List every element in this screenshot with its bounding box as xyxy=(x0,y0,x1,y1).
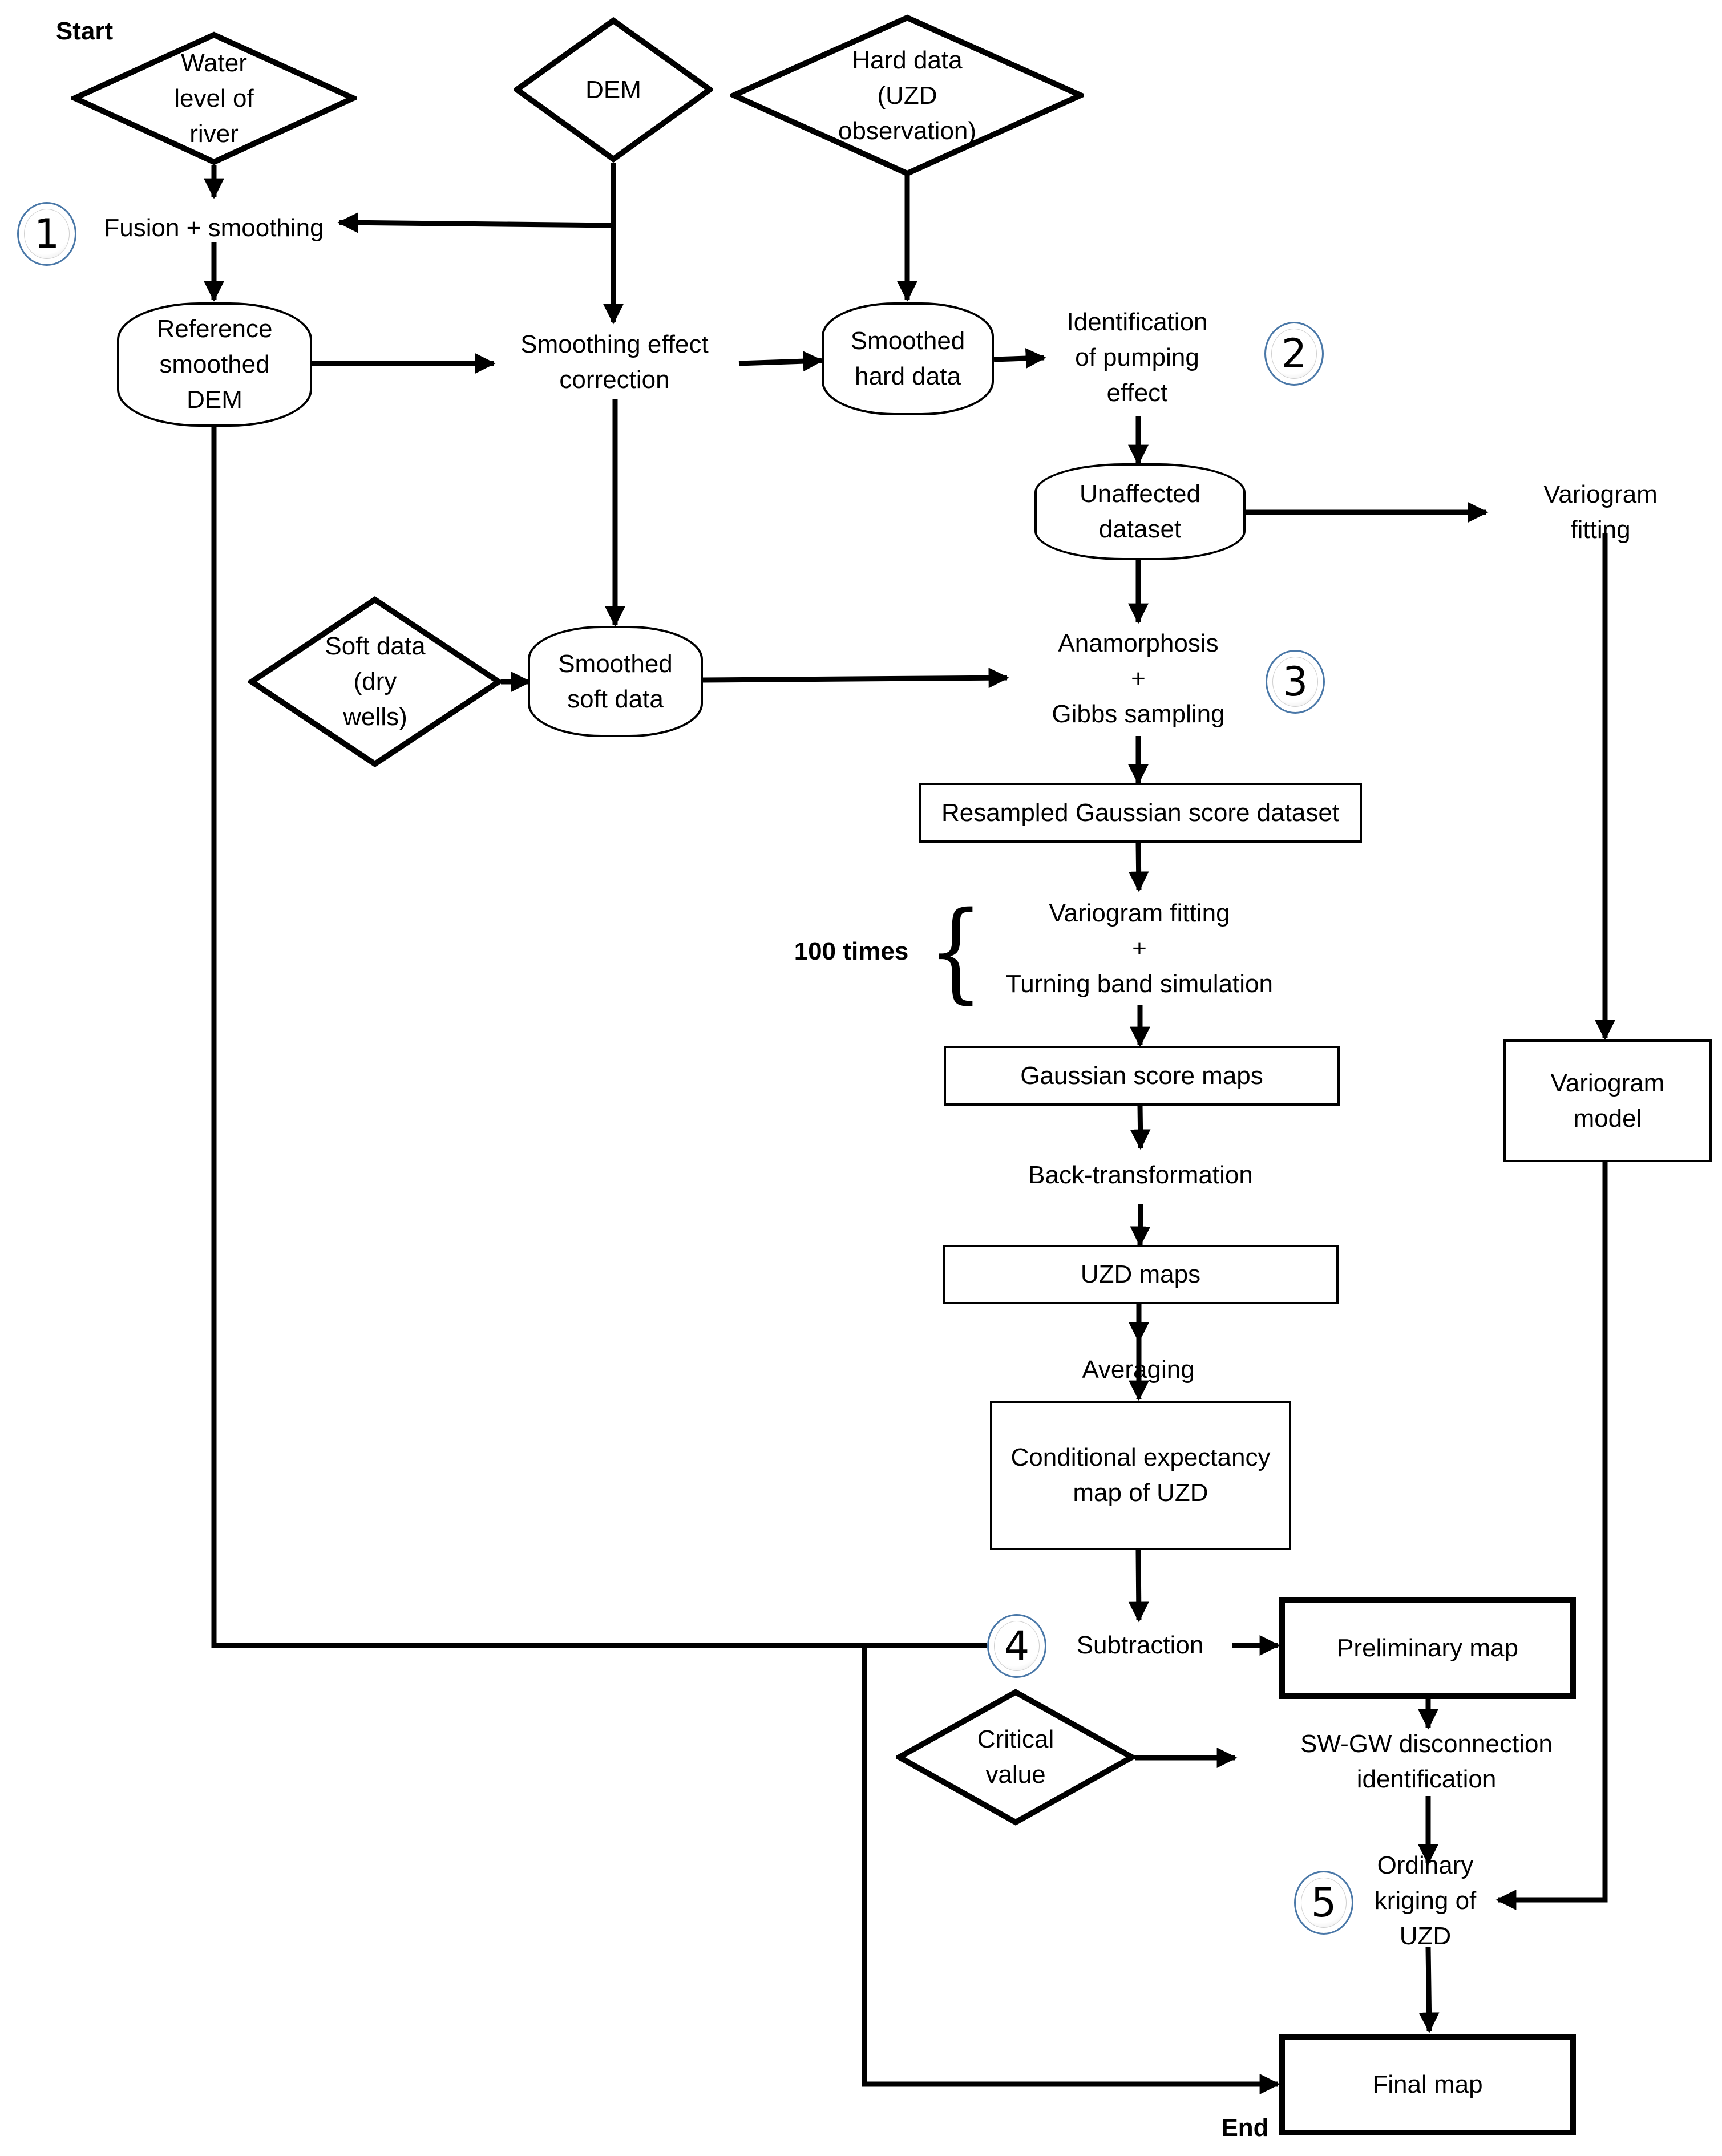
process-variogram-turning-band[interactable]: Variogram fitting + Turning band simulat… xyxy=(1006,899,1273,998)
process-averaging[interactable]: Averaging xyxy=(1082,1356,1195,1384)
arrow-gaussian-to-back xyxy=(1130,1105,1151,1150)
step-badge-5: 5 xyxy=(1294,1871,1353,1935)
step-badge-3: 3 xyxy=(1266,650,1325,714)
output-conditional-expectancy[interactable]: Conditional expectancy map of UZD xyxy=(990,1401,1291,1550)
arrow-correction-to-smoothed-hard xyxy=(738,351,824,372)
arrow-junction-to-final xyxy=(862,1645,1280,2094)
end-label: End xyxy=(1221,2114,1269,2142)
line-reference-to-subtraction xyxy=(211,427,987,1648)
arrow-kriging-to-final xyxy=(1418,1947,1440,2033)
dataset-smoothed-soft[interactable]: Smoothed soft data xyxy=(528,626,703,737)
step-badge-1: 1 xyxy=(17,202,76,266)
step-badge-2: 2 xyxy=(1264,322,1324,386)
process-anamorphosis-gibbs[interactable]: Anamorphosis + Gibbs sampling xyxy=(1052,629,1225,728)
process-ordinary-kriging[interactable]: Ordinary kriging of UZD xyxy=(1374,1851,1477,1950)
brace-icon: { xyxy=(928,888,984,1014)
process-fusion[interactable]: Fusion + smoothing xyxy=(104,214,324,242)
arrow-dem-to-fusion xyxy=(337,212,614,233)
output-resampled-gaussian[interactable]: Resampled Gaussian score dataset xyxy=(919,783,1362,843)
process-swgw-identification[interactable]: SW-GW disconnection identification xyxy=(1300,1730,1553,1793)
process-variogram-fitting[interactable]: Variogram fitting xyxy=(1543,480,1658,544)
process-smoothing-correction[interactable]: Smoothing effect correction xyxy=(520,330,709,394)
input-water-level-text: Water level of river xyxy=(174,48,254,148)
input-soft-data-text: Soft data (dry wells) xyxy=(325,632,426,731)
input-hard-data-text: Hard data (UZD observation) xyxy=(838,46,977,145)
output-preliminary-map[interactable]: Preliminary map xyxy=(1279,1597,1576,1699)
dataset-unaffected[interactable]: Unaffected dataset xyxy=(1034,463,1246,560)
step-badge-4: 4 xyxy=(987,1614,1046,1678)
process-back-transformation[interactable]: Back-transformation xyxy=(1028,1161,1253,1189)
output-final-map[interactable]: Final map xyxy=(1279,2034,1576,2135)
input-water-level[interactable]: Water level of river xyxy=(71,31,357,165)
process-identification[interactable]: Identification of pumping effect xyxy=(1066,308,1208,407)
dataset-reference-dem[interactable]: Reference smoothed DEM xyxy=(117,302,312,427)
output-variogram-model[interactable]: Variogram model xyxy=(1503,1039,1712,1162)
input-hard-data[interactable]: Hard data (UZD observation) xyxy=(730,14,1084,177)
input-critical-value[interactable]: Critical value xyxy=(896,1689,1135,1826)
input-critical-value-text: Critical value xyxy=(977,1725,1054,1789)
input-dem-text: DEM xyxy=(585,75,641,104)
arrow-resampled-to-turning xyxy=(1128,842,1149,892)
arrow-smoothed-hard-to-identification xyxy=(993,348,1046,369)
arrow-model-to-kriging xyxy=(1495,1162,1608,1910)
output-gaussian-score-maps[interactable]: Gaussian score maps xyxy=(944,1046,1340,1106)
input-soft-data[interactable]: Soft data (dry wells) xyxy=(248,596,502,767)
arrow-conditional-to-subtraction xyxy=(1128,1550,1149,1623)
arrow-smoothed-soft-to-anamorphosis xyxy=(702,668,1009,689)
process-subtraction[interactable]: Subtraction xyxy=(1076,1631,1204,1659)
start-label: Start xyxy=(55,17,114,45)
repeat-label: 100 times xyxy=(794,937,909,965)
input-dem[interactable]: DEM xyxy=(514,17,713,163)
arrow-back-to-uzd xyxy=(1130,1203,1151,1247)
dataset-smoothed-hard[interactable]: Smoothed hard data xyxy=(822,302,994,415)
output-uzd-maps[interactable]: UZD maps xyxy=(943,1245,1339,1304)
